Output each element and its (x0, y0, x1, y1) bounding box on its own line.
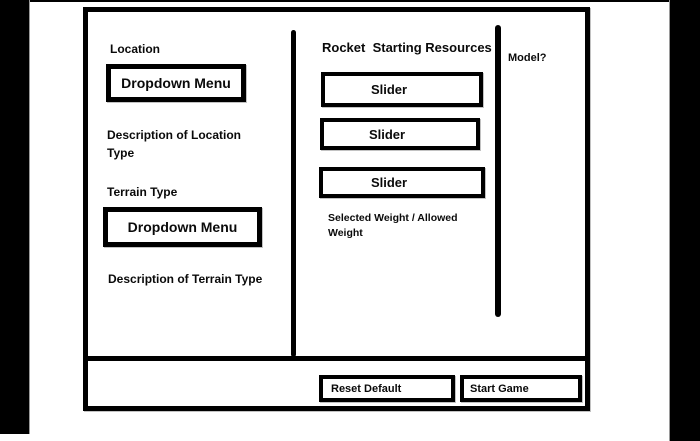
start-game-button-label: Start Game (470, 382, 529, 395)
location-dropdown-menu[interactable]: Dropdown Menu (106, 64, 246, 102)
starting-resources-title: Rocket Starting Resources (322, 40, 492, 55)
resource-slider-2[interactable]: Slider (320, 118, 480, 150)
resource-slider-3-label: Slider (370, 175, 408, 190)
letterbox-right (669, 0, 700, 441)
model-divider-line (495, 25, 501, 317)
wireframe-window (83, 7, 590, 411)
resource-slider-3[interactable]: Slider (319, 167, 485, 198)
letterbox-left (0, 0, 30, 434)
letterbox-top (0, 0, 700, 2)
resource-slider-1-label: Slider (370, 82, 408, 97)
location-description: Description of Location Type (107, 128, 242, 160)
terrain-type-label: Terrain Type (107, 185, 178, 199)
terrain-dropdown-label: Dropdown Menu (127, 219, 238, 235)
footer-divider-line (84, 356, 587, 361)
start-game-button[interactable]: Start Game (460, 375, 582, 402)
terrain-description: Description of Terrain Type (108, 272, 263, 286)
reset-default-button-label: Reset Default (331, 382, 402, 395)
selected-weight-label: Selected Weight / Allowed Weight (328, 212, 458, 239)
terrain-dropdown-menu[interactable]: Dropdown Menu (103, 207, 262, 247)
model-label: Model? (508, 52, 547, 64)
location-dropdown-label: Dropdown Menu (121, 75, 231, 91)
reset-default-button[interactable]: Reset Default (319, 375, 455, 402)
column-divider-line (291, 30, 296, 357)
resource-slider-2-label: Slider (368, 126, 406, 142)
resource-slider-1[interactable]: Slider (321, 72, 483, 107)
location-label: Location (110, 42, 160, 56)
